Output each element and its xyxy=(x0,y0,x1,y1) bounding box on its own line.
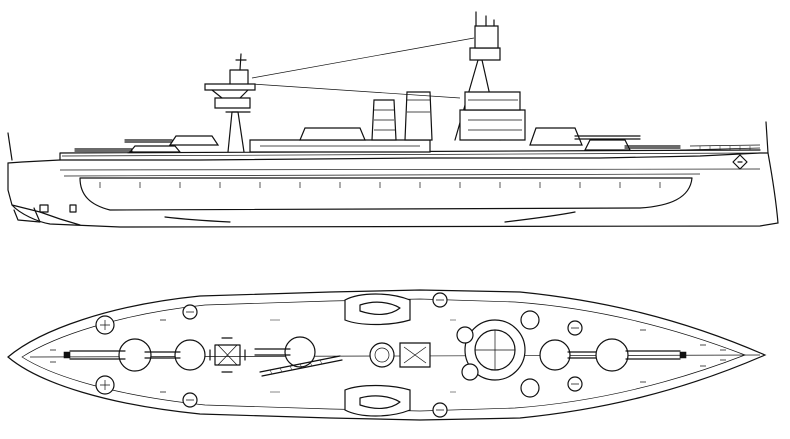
plan-turret-3 xyxy=(254,336,343,377)
side-elevation-view xyxy=(7,11,779,228)
side-hull xyxy=(7,152,779,228)
side-turret-aft xyxy=(74,135,220,153)
side-armor-belt xyxy=(79,177,693,211)
plan-deck-fittings xyxy=(50,319,726,393)
plan-funnel-fore xyxy=(399,342,431,368)
plan-funnel-aft xyxy=(369,342,395,368)
plan-aft-mounts xyxy=(95,315,115,395)
anchor-icon xyxy=(732,154,748,170)
plan-turret-2 xyxy=(144,339,206,371)
plan-turret-5 xyxy=(595,338,687,372)
side-rigging xyxy=(251,37,475,99)
side-waterline xyxy=(11,204,81,226)
plan-bridge xyxy=(456,310,540,398)
side-funnel-aft xyxy=(371,99,397,141)
side-portholes xyxy=(99,182,661,188)
side-turret-fore xyxy=(529,127,681,151)
side-funnel-fore xyxy=(404,91,433,141)
deck-plan-view xyxy=(7,289,767,421)
plan-secondary-mounts xyxy=(182,292,583,418)
side-foremast xyxy=(454,11,526,141)
plan-aircraft-cranes xyxy=(209,337,246,373)
plan-turret-1 xyxy=(63,338,152,372)
plan-boat-deck xyxy=(344,293,411,417)
side-mainmast xyxy=(204,53,256,153)
plan-turret-4 xyxy=(539,339,606,371)
side-superstructure xyxy=(249,127,431,153)
